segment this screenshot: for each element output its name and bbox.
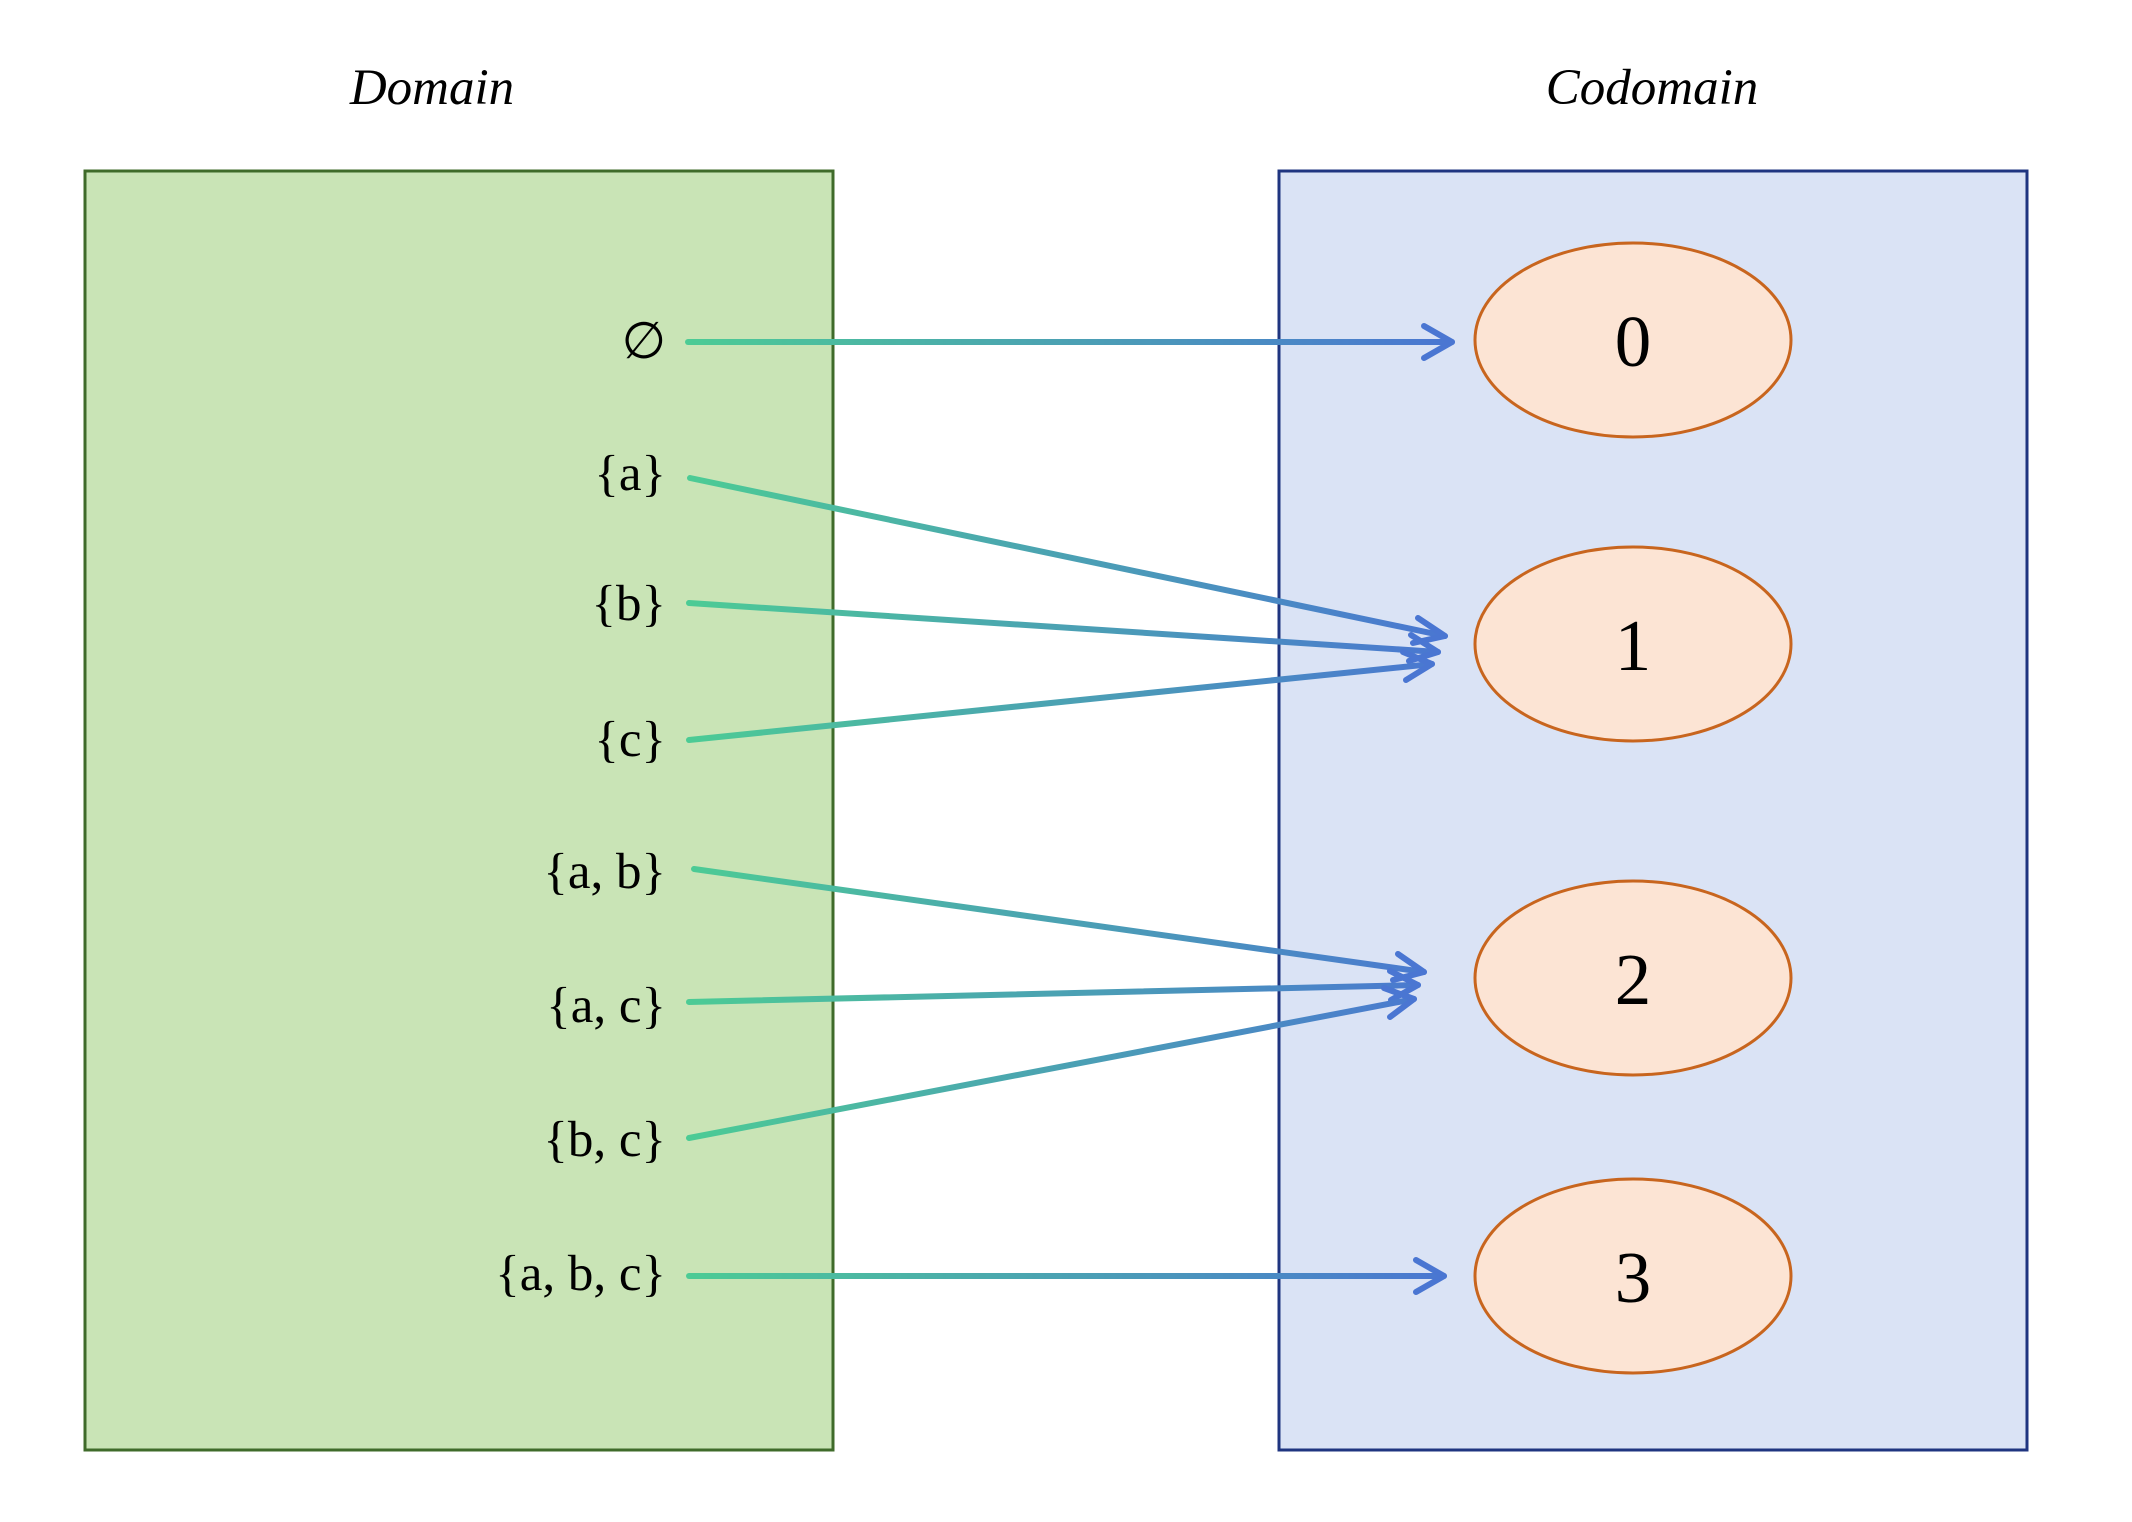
domain-element-a: {a} bbox=[594, 446, 666, 502]
codomain-node-label: 3 bbox=[1615, 1237, 1652, 1318]
arrow-a-b-c-to-3 bbox=[686, 1257, 1447, 1295]
codomain-node-3: 3 bbox=[1473, 1177, 1793, 1375]
codomain-node-label: 2 bbox=[1615, 939, 1652, 1020]
codomain-node-2: 2 bbox=[1473, 879, 1793, 1077]
domain-title: Domain bbox=[349, 60, 514, 116]
arrow-empty-set-to-0 bbox=[685, 323, 1455, 361]
arrow-c-to-1 bbox=[686, 649, 1435, 743]
domain-element-b: {b} bbox=[592, 576, 666, 632]
codomain-title: Codomain bbox=[1546, 60, 1759, 116]
domain-element-empty-set: ∅ bbox=[622, 314, 666, 370]
domain-element-a-c: {a, c} bbox=[546, 978, 666, 1034]
codomain-node-1: 1 bbox=[1473, 545, 1793, 743]
domain-element-c: {c} bbox=[594, 712, 666, 768]
arrow-b-c-to-2 bbox=[686, 985, 1417, 1141]
codomain-node-label: 1 bbox=[1615, 605, 1652, 686]
domain-element-a-b: {a, b} bbox=[543, 844, 666, 900]
domain-element-a-b-c: {a, b, c} bbox=[495, 1246, 666, 1302]
codomain-node-label: 0 bbox=[1615, 301, 1652, 382]
domain-element-b-c: {b, c} bbox=[543, 1112, 666, 1168]
codomain-node-0: 0 bbox=[1473, 241, 1793, 439]
domain-box bbox=[83, 169, 835, 1452]
